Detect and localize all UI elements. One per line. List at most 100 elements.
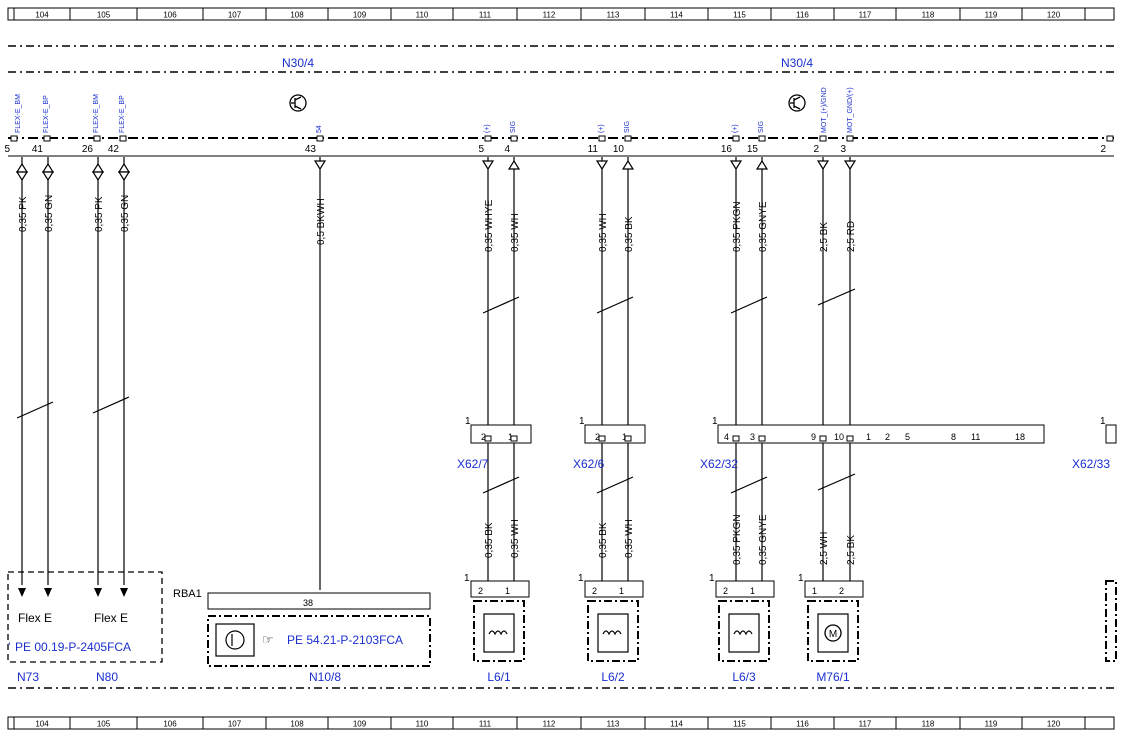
connector-blocks: 121121143910125811181X62/7X62/6X62/32X62… bbox=[457, 416, 1117, 471]
connector-pin-number: 1 bbox=[464, 573, 470, 584]
pin-terminal bbox=[598, 435, 606, 442]
signal-arrow bbox=[621, 159, 635, 170]
reference-marker: ’ bbox=[8, 640, 11, 654]
connector-pin-number: 1 bbox=[465, 416, 471, 427]
connector-pin-number: 2 bbox=[478, 586, 483, 596]
pin-number: 11 bbox=[588, 144, 599, 155]
signal-arrow bbox=[729, 160, 743, 171]
pin-number: 3 bbox=[840, 144, 846, 155]
pin-terminal bbox=[758, 135, 766, 142]
signal-arrow bbox=[313, 160, 327, 171]
connector-pin-number: 18 bbox=[1015, 432, 1025, 442]
pin-function-label: MOT_GND/(+) bbox=[847, 87, 854, 133]
reference-link: PE 00.19-P-2405FCA bbox=[15, 640, 131, 654]
pin-function-label: FLEX-E_BM bbox=[93, 94, 100, 133]
signal-arrow bbox=[15, 162, 29, 173]
pin-number: 4 bbox=[504, 144, 510, 155]
pin-terminal bbox=[819, 435, 827, 442]
component-pin-header bbox=[804, 580, 864, 598]
pin-function-label: (+) bbox=[732, 124, 739, 133]
signal-arrow bbox=[507, 159, 521, 170]
twist-marker bbox=[817, 473, 856, 491]
component-pin-header bbox=[470, 580, 530, 598]
pin-function-label: SIG bbox=[510, 121, 517, 133]
grid-column-label: 104 bbox=[35, 11, 49, 20]
pin-terminal bbox=[758, 435, 766, 442]
grid-column-label: 110 bbox=[416, 11, 429, 20]
grid-column-label: 113 bbox=[607, 11, 620, 20]
connector-pin-number: 38 bbox=[303, 598, 313, 608]
arrowhead-icon bbox=[44, 588, 52, 597]
pin-function-label: FLEX-E_BM bbox=[15, 94, 22, 133]
coil-icon bbox=[483, 613, 515, 653]
component-box-n73-n80 bbox=[7, 571, 163, 663]
twist-marker bbox=[482, 296, 520, 314]
wire-spec-label: 0,35 BK bbox=[598, 522, 609, 558]
connector-label: X62/6 bbox=[573, 457, 605, 471]
module-label-right: N30/4 bbox=[781, 56, 813, 70]
pin-terminal bbox=[119, 135, 127, 142]
connector-pin-number: 8 bbox=[951, 432, 956, 442]
connector-pin-number: 3 bbox=[750, 432, 755, 442]
wire-spec-label: 0,35 WH bbox=[510, 213, 521, 252]
connector-pin-number: 1 bbox=[812, 586, 817, 596]
grid-column-label: 116 bbox=[796, 720, 809, 729]
pin-function-label: FLEX-E_BP bbox=[119, 95, 126, 133]
motor-icon: M bbox=[829, 629, 837, 640]
connector-pin-number: 10 bbox=[834, 432, 844, 442]
grid-column-label: 108 bbox=[290, 11, 304, 20]
wire-spec-label: 0,35 WH bbox=[598, 213, 609, 252]
pin-function-label: SIG bbox=[758, 121, 765, 133]
twist-marker bbox=[596, 296, 634, 314]
pin-function-label: (+) bbox=[484, 124, 491, 133]
transistor-icon bbox=[788, 94, 806, 112]
connector-pin-number: 1 bbox=[750, 586, 755, 596]
connector-pin-number: 5 bbox=[905, 432, 910, 442]
connector-pin-number: 2 bbox=[481, 432, 486, 442]
connector-x62-32 bbox=[717, 424, 1045, 444]
grid-column-label: 111 bbox=[479, 720, 492, 729]
twist-marker bbox=[730, 296, 768, 314]
component-id: L6/1 bbox=[487, 670, 511, 684]
wire-spec-label: 0,35 PK bbox=[18, 196, 29, 232]
pin-number: 16 bbox=[721, 144, 733, 155]
signal-arrow bbox=[755, 159, 769, 170]
connector-pin-number: 1 bbox=[1100, 416, 1106, 427]
grid-column-label: 105 bbox=[97, 720, 111, 729]
arrowhead-icon bbox=[120, 588, 128, 597]
pin-function-label: SIG bbox=[624, 121, 631, 133]
connector-pin-number: 1 bbox=[798, 573, 804, 584]
connector-x62-6 bbox=[584, 424, 646, 444]
connector-pin-number: 2 bbox=[885, 432, 890, 442]
component-box bbox=[473, 600, 525, 662]
component-box bbox=[807, 600, 859, 662]
wire-spec-label: 0,35 BK bbox=[484, 522, 495, 558]
transistor-icon bbox=[225, 630, 245, 650]
component-id: N73 bbox=[17, 670, 39, 684]
pin-terminal bbox=[624, 135, 632, 142]
pin-number: 42 bbox=[108, 144, 120, 155]
grid-column-label: 106 bbox=[163, 720, 177, 729]
wire-spec-label: 0,35 BK bbox=[624, 216, 635, 252]
wire-spec-label: 2,5 WH bbox=[819, 532, 830, 565]
wire-spec-label: 0,35 GN bbox=[44, 195, 55, 232]
connector-pin-number: 2 bbox=[595, 432, 600, 442]
pin-terminal bbox=[93, 135, 101, 142]
signal-arrow bbox=[595, 160, 609, 171]
wire-spec-label: 0,35 PK bbox=[94, 196, 105, 232]
grid-column-label: 120 bbox=[1047, 11, 1061, 20]
connector-x62-33 bbox=[1105, 424, 1117, 444]
connector-pin-number: 1 bbox=[712, 416, 718, 427]
component-box-partial bbox=[1105, 580, 1117, 662]
pin-number: 43 bbox=[305, 144, 317, 155]
wire-spec-label: 2,5 BK bbox=[846, 535, 857, 565]
signal-arrow bbox=[117, 162, 131, 173]
pin-number: 5 bbox=[4, 144, 10, 155]
wire-spec-label: 2,5 BK bbox=[819, 222, 830, 252]
pin-terminal bbox=[484, 435, 492, 442]
grid-column-label: 109 bbox=[353, 720, 367, 729]
